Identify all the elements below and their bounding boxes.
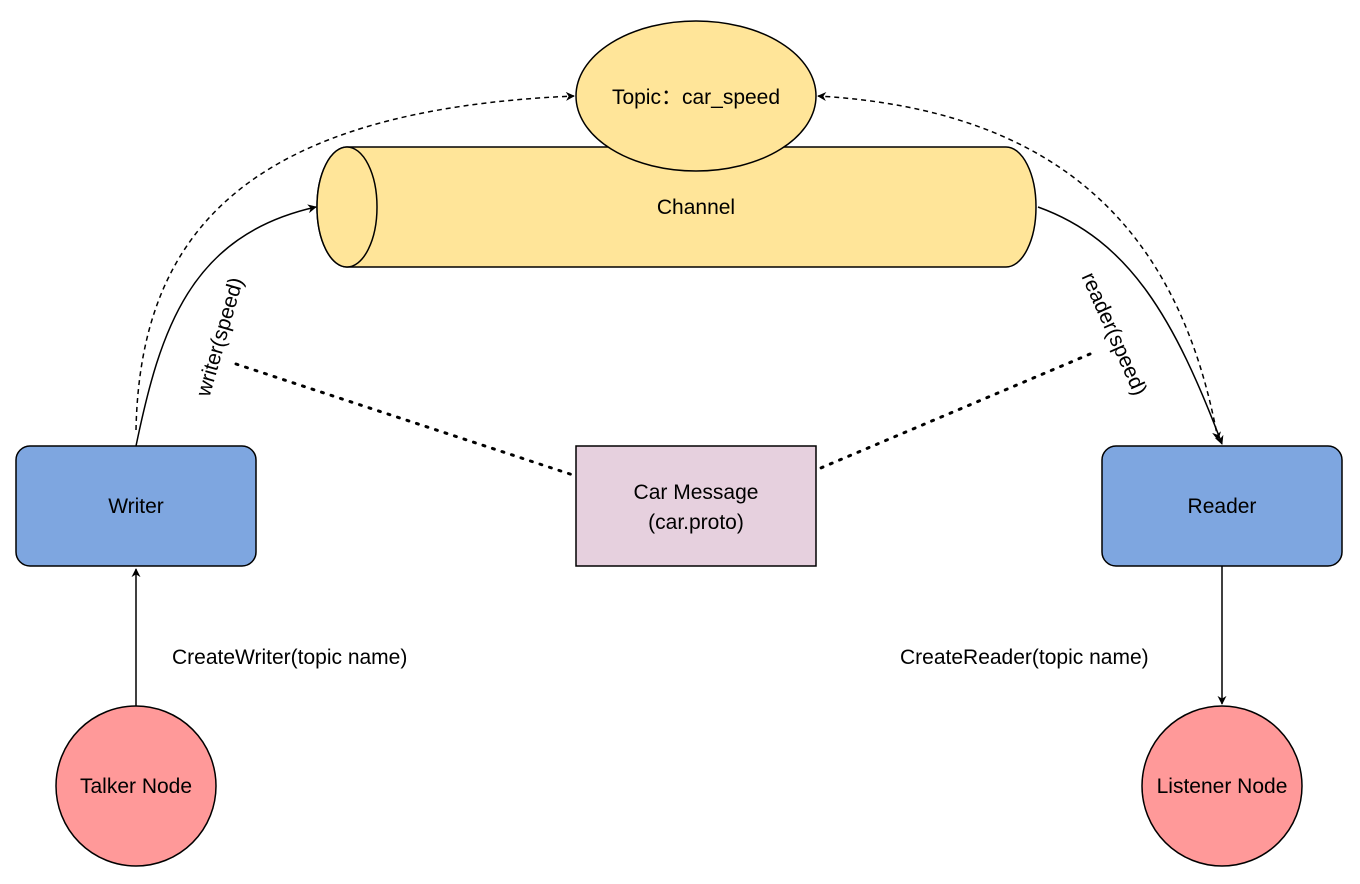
create-writer-label: CreateWriter(topic name): [172, 646, 407, 669]
listener-node: [1141, 705, 1303, 867]
reader-to-topic-dashed-arrow: [817, 91, 1221, 441]
message-label-line1: Car Message: [634, 481, 759, 504]
channel-label: Channel: [657, 196, 735, 219]
writer-to-topic-dashed-arrow: [135, 91, 575, 431]
writer-label: Writer: [108, 495, 164, 518]
create-reader-label: CreateReader(topic name): [900, 646, 1149, 669]
listener-label: Listener Node: [1157, 775, 1288, 798]
channel-left-cap: [316, 146, 378, 268]
writer-to-channel-arrow: [135, 204, 317, 447]
message-box: [575, 445, 817, 567]
topic-ellipse: [575, 20, 817, 172]
writer-speed-label: writer(speed): [192, 275, 248, 400]
reader-message-dotted-line: [814, 352, 1092, 472]
reader-speed-label: reader(speed): [1077, 269, 1152, 399]
channel-to-reader-arrow: [1037, 206, 1224, 445]
message-label-line2: (car.proto): [648, 511, 744, 534]
reader-label: Reader: [1188, 495, 1257, 518]
writer-message-dotted-line: [234, 362, 578, 478]
talker-label: Talker Node: [80, 775, 192, 798]
topic-label: Topic：car_speed: [612, 86, 780, 109]
